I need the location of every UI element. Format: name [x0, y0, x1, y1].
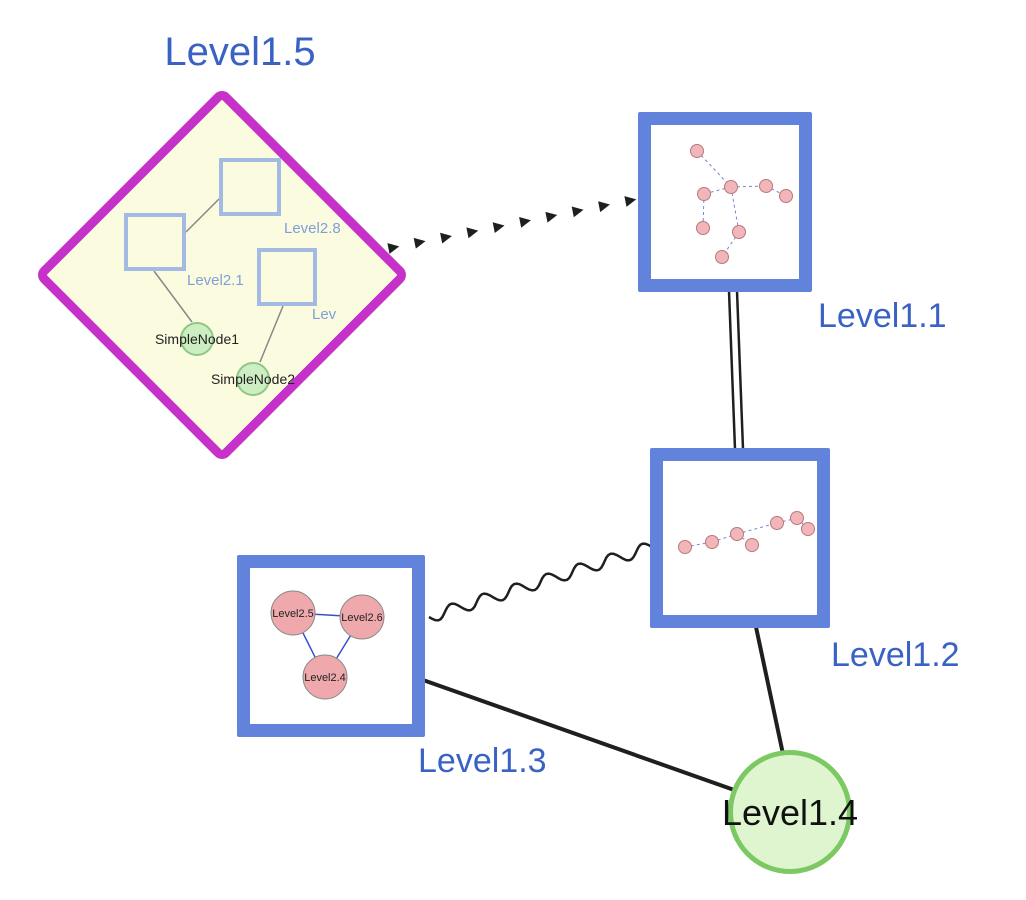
- mini-node[interactable]: [678, 540, 692, 554]
- node-label-level2-1: Level2.1: [187, 272, 244, 289]
- mini-node[interactable]: [730, 527, 744, 541]
- mini-node[interactable]: [770, 516, 784, 530]
- mini-node[interactable]: [759, 179, 773, 193]
- edge-level21-level28[interactable]: [185, 198, 220, 233]
- node-label-level1-3: Level1.3: [418, 742, 547, 780]
- node-level2-4[interactable]: [302, 654, 348, 700]
- mini-node[interactable]: [697, 187, 711, 201]
- edge-level13-level12[interactable]: [428, 542, 653, 622]
- node-simplenode1[interactable]: [180, 322, 214, 356]
- mini-edge: [711, 533, 738, 543]
- node-level1-1[interactable]: [638, 112, 812, 292]
- node-level1-4[interactable]: [728, 750, 852, 874]
- mini-node[interactable]: [745, 538, 759, 552]
- edge-level21-simplenode1[interactable]: [153, 270, 193, 323]
- node-label: Level2.4: [304, 672, 346, 684]
- mini-graph-level1-1: [690, 144, 793, 264]
- mini-edge: [696, 150, 732, 188]
- node-label-simplenode2: SimpleNode2: [210, 371, 296, 387]
- node-label-level1-4: Level1.4: [721, 792, 859, 833]
- node-lev[interactable]: [257, 248, 317, 306]
- edge-lev-simplenode2[interactable]: [259, 305, 284, 363]
- edge-level13-level14[interactable]: [421, 678, 739, 793]
- node-label: Level2.6: [341, 612, 383, 624]
- mini-node[interactable]: [732, 225, 746, 239]
- node-label-lev: Lev: [312, 306, 337, 323]
- edge-level12-level14[interactable]: [754, 625, 785, 756]
- mini-node[interactable]: [801, 522, 815, 536]
- mini-edge: [684, 541, 713, 548]
- node-level2-6[interactable]: [339, 594, 385, 640]
- mini-node[interactable]: [779, 189, 793, 203]
- mini-node[interactable]: [724, 180, 738, 194]
- node-level2-1[interactable]: [124, 213, 186, 271]
- mini-node[interactable]: [790, 511, 804, 525]
- mini-node[interactable]: [696, 221, 710, 235]
- node-label-level2-8: Level2.8: [284, 220, 341, 237]
- node-label: Level2.5: [272, 608, 314, 620]
- mini-graph-level1-2: [678, 511, 815, 554]
- node-label-level1-5: Level1.5: [164, 30, 316, 74]
- edge-level11-level12[interactable]: [727, 290, 745, 450]
- node-level2-8[interactable]: [219, 158, 281, 216]
- mini-edge: [703, 186, 732, 195]
- mini-node[interactable]: [690, 144, 704, 158]
- node-simplenode2[interactable]: [236, 362, 270, 396]
- mini-node[interactable]: [715, 250, 729, 264]
- mini-edge: [730, 186, 740, 233]
- node-level2-5[interactable]: [270, 590, 316, 636]
- node-label-level1-1: Level1.1: [818, 297, 947, 335]
- node-label-level1-2: Level1.2: [831, 636, 960, 674]
- node-level1-2[interactable]: [650, 448, 830, 628]
- mini-node[interactable]: [705, 535, 719, 549]
- node-label-simplenode1: SimpleNode1: [154, 331, 240, 347]
